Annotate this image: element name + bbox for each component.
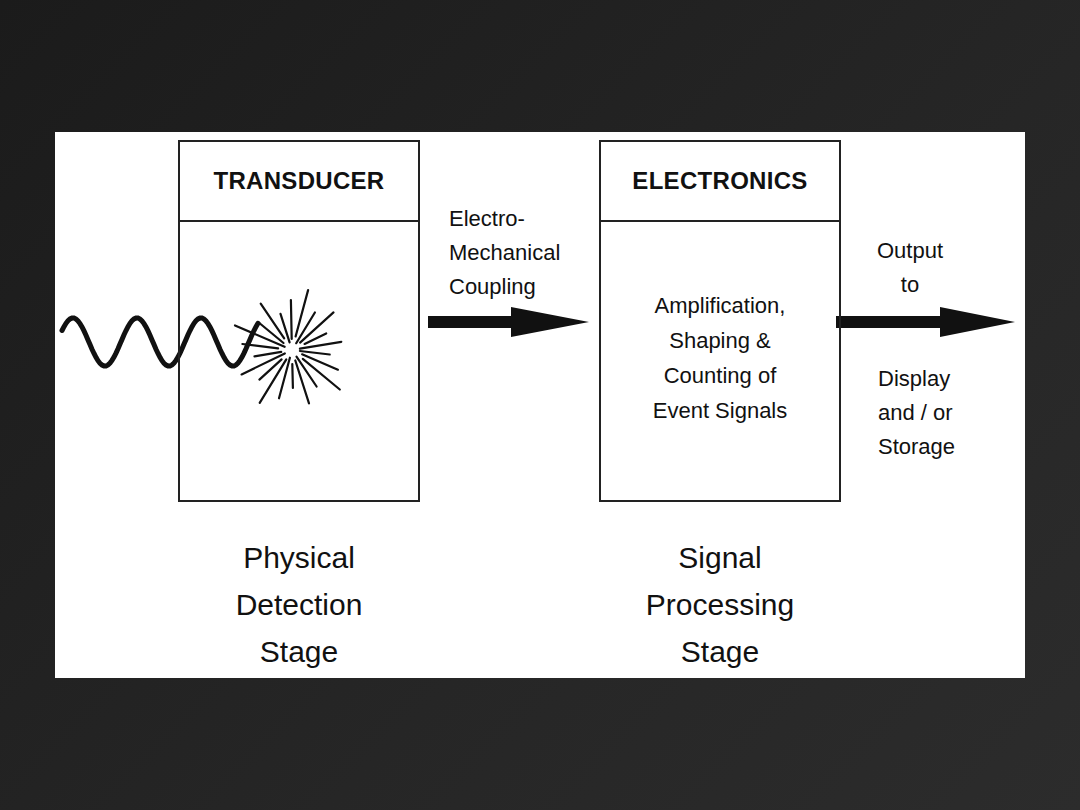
burst-ray: [235, 326, 285, 347]
burst-ray: [291, 364, 294, 388]
burst-ray: [296, 313, 315, 344]
box-body-text: Amplification, Shaping & Counting of Eve…: [640, 288, 800, 428]
box-heading: ELECTRONICS: [601, 142, 839, 222]
electronics-box: ELECTRONICS Amplification, Shaping & Coun…: [599, 140, 841, 502]
burst-ray: [242, 344, 278, 348]
burst-ray: [305, 333, 327, 344]
burst-ray: [261, 304, 285, 339]
stage-caption: Signal Processing Stage: [620, 534, 820, 675]
box-heading: TRANSDUCER: [180, 142, 418, 222]
detection-starburst: [235, 290, 341, 403]
burst-ray: [295, 361, 309, 404]
stage-caption: Physical Detection Stage: [199, 534, 399, 675]
burst-ray: [255, 352, 282, 357]
wave-signal: [62, 318, 258, 366]
output-label: Output to: [868, 234, 952, 302]
transducer-box: TRANSDUCERPhysical Detection Stage: [178, 140, 420, 502]
burst-ray: [281, 314, 290, 343]
coupling-arrow: [428, 307, 589, 337]
burst-ray: [300, 312, 333, 342]
edge-label: Electro- Mechanical Coupling: [449, 202, 589, 304]
burst-ray: [260, 359, 287, 403]
burst-ray: [300, 342, 341, 349]
burst-ray: [297, 357, 317, 387]
burst-ray: [279, 358, 290, 399]
burst-ray: [258, 322, 283, 343]
burst-ray: [296, 290, 309, 336]
destination-label: Display and / or Storage: [878, 362, 966, 464]
burst-ray: [300, 351, 330, 355]
burst-ray: [290, 300, 293, 339]
burst-ray: [242, 354, 285, 375]
output-arrow: [836, 307, 1015, 337]
burst-ray: [302, 354, 338, 369]
burst-ray: [303, 359, 340, 390]
burst-ray: [259, 359, 281, 379]
